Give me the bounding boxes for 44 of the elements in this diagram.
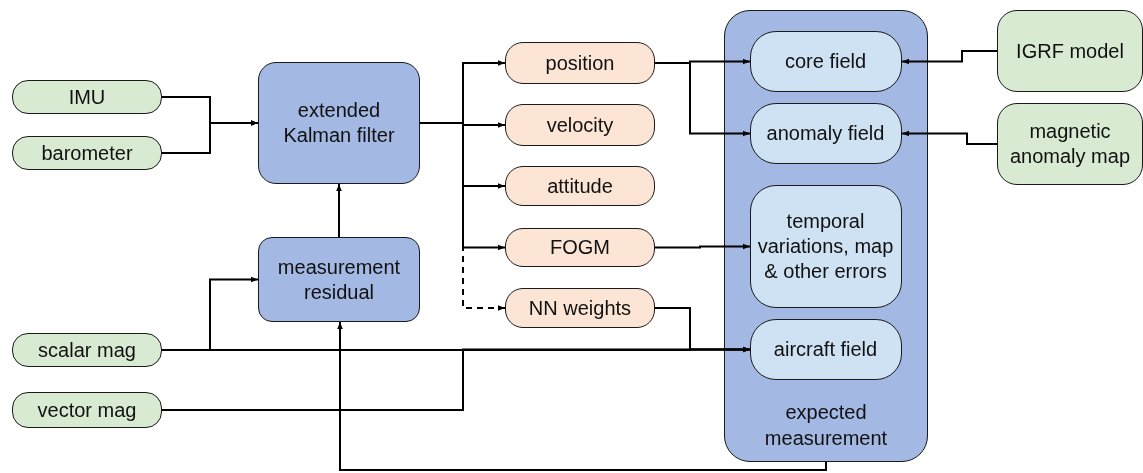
input-box (12, 333, 162, 367)
input-box (12, 392, 162, 428)
group-box (724, 10, 928, 462)
node-label: magnetic anomaly map (1008, 119, 1132, 169)
arrow (337, 321, 827, 471)
dashed-arrow (419, 122, 506, 311)
node-label: extended Kalman filter (282, 98, 396, 148)
node-label: vector mag (37, 397, 137, 423)
arrow (654, 243, 751, 250)
node-label: FOGM (550, 235, 610, 260)
component-box (749, 184, 902, 308)
component-box (749, 30, 902, 92)
component-box (749, 102, 902, 164)
arrow (336, 183, 342, 238)
node-label: velocity (546, 112, 614, 138)
node-label: temporal variations, map & other errors (756, 208, 895, 284)
input-box (12, 136, 162, 170)
node-label: position (545, 50, 615, 76)
group-label: expected measurement (763, 400, 889, 451)
node-label: aircraft field (773, 336, 878, 362)
node-label: NN weights (528, 295, 632, 321)
state-box (505, 228, 655, 267)
node-label: scalar mag (38, 337, 136, 363)
node-label: attitude (547, 173, 613, 199)
input-box (997, 103, 1143, 185)
arrow (654, 307, 751, 353)
node-label: anomaly field (766, 120, 885, 146)
component-box (749, 318, 902, 380)
node-label: IMU (68, 84, 106, 110)
arrow (654, 62, 751, 137)
input-box (997, 10, 1143, 92)
input-box (12, 80, 162, 114)
state-box (505, 104, 655, 146)
node-label: measurement residual (276, 254, 402, 305)
process-box (258, 237, 420, 322)
state-box (505, 166, 655, 206)
arrow (901, 130, 998, 145)
arrow (901, 50, 998, 65)
state-box (505, 42, 655, 84)
node-label: barometer (41, 140, 133, 166)
state-box (505, 288, 655, 328)
process-box (258, 62, 420, 184)
node-label: core field (784, 48, 867, 74)
node-label: IGRF model (1016, 38, 1124, 64)
